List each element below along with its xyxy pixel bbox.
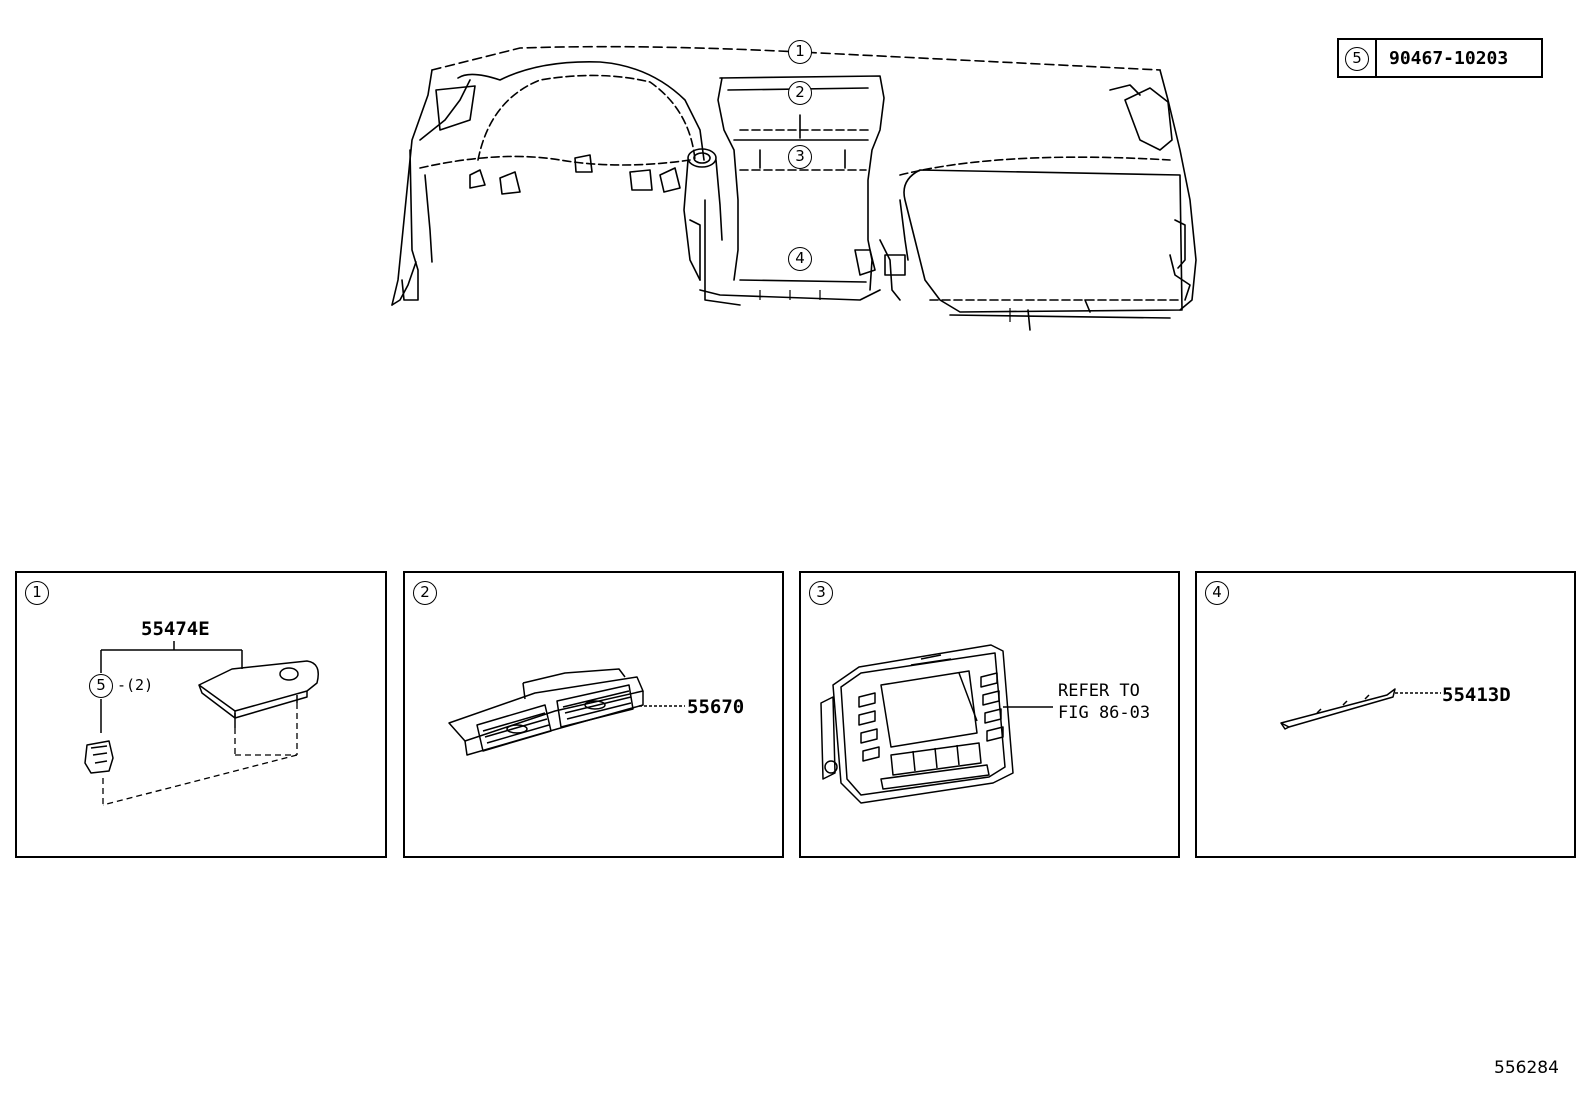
overview-callout-1[interactable]: 1 bbox=[788, 40, 812, 64]
panel-3-ref-line2[interactable]: FIG 86-03 bbox=[1058, 703, 1151, 723]
panel-2-callout: 2 bbox=[413, 581, 437, 605]
panel-3-callout: 3 bbox=[809, 581, 833, 605]
part-legend: 5 90467-10203 bbox=[1337, 38, 1543, 78]
part-label-55474E[interactable]: 55474E bbox=[141, 618, 210, 640]
air-vent-drawing bbox=[448, 668, 685, 756]
panel-1-callout: 1 bbox=[25, 581, 49, 605]
legend-divider bbox=[1375, 40, 1377, 76]
detail-panel-2: 2 55670 bbox=[403, 571, 784, 858]
figure-id: 556284 bbox=[1494, 1058, 1559, 1078]
panel-1-sub-callout: 5 bbox=[89, 674, 113, 698]
legend-callout: 5 bbox=[1345, 47, 1369, 71]
detail-panel-1: 1 55474E 5 -(2) bbox=[15, 571, 387, 858]
dash-cover-drawing bbox=[84, 641, 319, 806]
part-label-55413D[interactable]: 55413D bbox=[1442, 684, 1511, 706]
panel-4-callout: 4 bbox=[1205, 581, 1229, 605]
detail-panel-3: 3 REFER TO FIG 86-03 bbox=[799, 571, 1180, 858]
detail-panel-4: 4 55413D bbox=[1195, 571, 1576, 858]
overview-callout-4[interactable]: 4 bbox=[788, 247, 812, 271]
panel-1-sub-qty: -(2) bbox=[117, 676, 154, 694]
overview-callout-2[interactable]: 2 bbox=[788, 81, 812, 105]
overview-callout-3[interactable]: 3 bbox=[788, 145, 812, 169]
center-display-drawing bbox=[820, 644, 1053, 804]
part-label-55670[interactable]: 55670 bbox=[687, 696, 745, 718]
panel-3-ref-line1[interactable]: REFER TO bbox=[1058, 681, 1140, 701]
legend-part-number[interactable]: 90467-10203 bbox=[1389, 48, 1509, 69]
trim-strip-drawing bbox=[1280, 688, 1441, 730]
